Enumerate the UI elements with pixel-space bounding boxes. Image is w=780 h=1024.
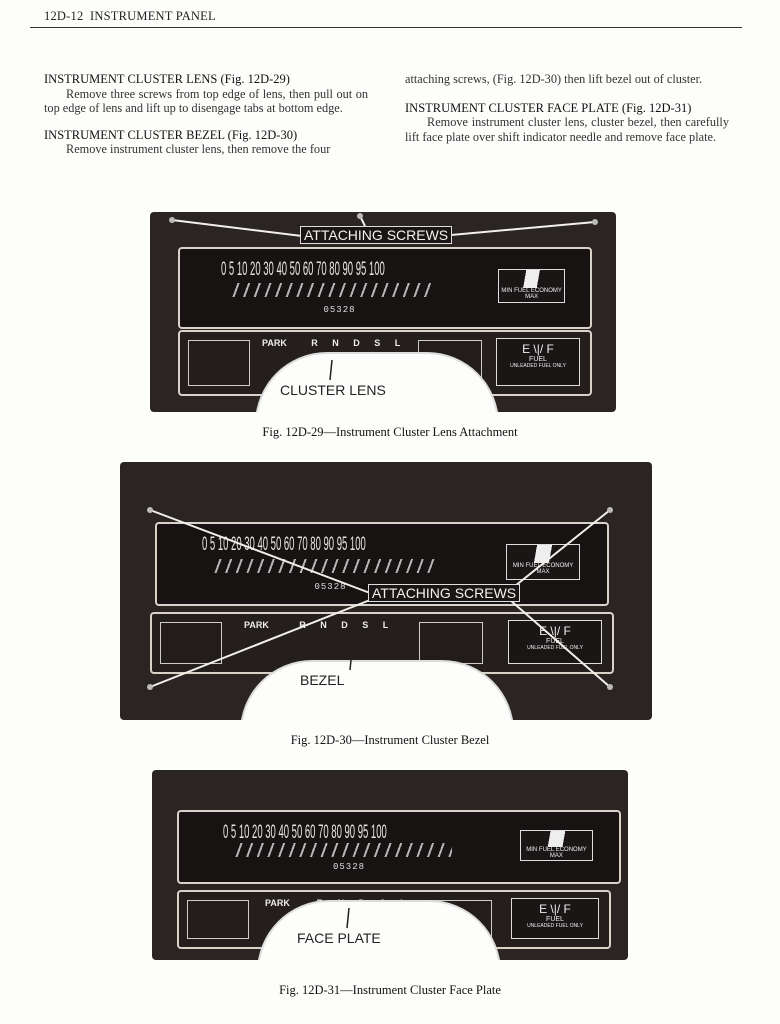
fuel-label: FUEL — [529, 356, 547, 363]
economy-label: FUEL ECONOMY — [538, 846, 587, 853]
part-arrow — [349, 649, 353, 671]
figure-3-photo: 0 5 10 20 30 40 50 60 70 80 90 95 100 05… — [152, 770, 628, 960]
part-label: BEZEL — [300, 672, 345, 688]
odometer: 05328 — [333, 862, 366, 873]
callout-arrows — [346, 907, 350, 929]
heading-bezel: INSTRUMENT CLUSTER BEZEL (Fig. 12D-30) — [44, 127, 298, 142]
figure-2-photo: 0 5 10 20 30 40 50 60 70 80 90 95 100 05… — [120, 462, 652, 720]
max-label: MAX — [525, 293, 539, 300]
left-column: INSTRUMENT CLUSTER LENS (Fig. 12D-29) Re… — [44, 72, 368, 157]
part-label: CLUSTER LENS — [280, 382, 386, 398]
park-label: PARK — [244, 620, 269, 630]
fuel-economy-gauge: MIN FUEL ECONOMY MAX — [506, 544, 580, 580]
fuel-gauge: E \|/ F FUEL UNLEADED FUEL ONLY — [511, 898, 599, 939]
heading-face-plate: INSTRUMENT CLUSTER FACE PLATE (Fig. 12D-… — [405, 100, 692, 115]
callout-arrow — [149, 509, 371, 594]
unleaded-label: UNLEADED FUEL ONLY — [527, 923, 583, 929]
economy-label: FUEL ECONOMY — [525, 563, 574, 570]
figure-1-photo: 0 5 10 20 30 40 50 60 70 80 90 95 100 05… — [150, 212, 616, 412]
screw-icon — [592, 219, 598, 225]
screw-icon — [607, 684, 613, 690]
odometer: 05328 — [323, 305, 356, 316]
screw-icon — [147, 684, 153, 690]
paragraph-bezel-cont: attaching screws, (Fig. 12D-30) then lif… — [405, 72, 703, 86]
min-label: MIN — [501, 287, 513, 294]
max-label: MAX — [536, 569, 550, 576]
screw-icon — [147, 507, 153, 513]
heading-lens: INSTRUMENT CLUSTER LENS (Fig. 12D-29) — [44, 72, 290, 86]
speedometer-panel: 0 5 10 20 30 40 50 60 70 80 90 95 100 05… — [155, 522, 609, 606]
speedometer-scale: 0 5 10 20 30 40 50 60 70 80 90 95 100 — [223, 822, 387, 843]
unleaded-label: UNLEADED FUEL ONLY — [527, 645, 583, 651]
speedometer-ticks — [231, 842, 452, 857]
figure-2-caption: Fig. 12D-30—Instrument Cluster Bezel — [290, 733, 490, 747]
fuel-label: FUEL — [546, 916, 564, 923]
page-number: 12D-12 — [44, 9, 84, 23]
running-header: 12D-12 INSTRUMENT PANEL — [44, 9, 216, 24]
fuel-scale: E \|/ F — [539, 902, 571, 916]
callout-arrow — [149, 599, 371, 688]
fuel-gauge: E \|/ F FUEL UNLEADED FUEL ONLY — [508, 620, 602, 664]
fuel-scale: E \|/ F — [539, 624, 571, 638]
fuel-economy-gauge: MIN FUEL ECONOMY MAX — [497, 268, 566, 304]
figure-1-caption: Fig. 12D-29—Instrument Cluster Lens Atta… — [262, 425, 518, 439]
paragraph-bezel: Remove instrument cluster lens, then rem… — [66, 142, 331, 156]
park-label: PARK — [262, 338, 287, 348]
max-label: MAX — [549, 852, 563, 859]
gear-indicator: R N D S L — [311, 338, 407, 348]
speedometer-panel: 0 5 10 20 30 40 50 60 70 80 90 95 100 05… — [178, 247, 592, 329]
right-indicator-box — [418, 622, 483, 664]
callout-arrows — [147, 507, 613, 690]
gear-indicator: R N D S L — [299, 620, 395, 630]
speedometer-scale: 0 5 10 20 30 40 50 60 70 80 90 95 100 — [202, 534, 366, 555]
part-label: FACE PLATE — [297, 930, 381, 946]
screw-icon — [607, 507, 613, 513]
fuel-label: FUEL — [546, 638, 564, 645]
callout-arrow — [439, 221, 596, 237]
screw-icon — [357, 213, 363, 219]
callout-arrow — [509, 509, 611, 591]
attaching-screws-callout: ATTACHING SCREWS — [300, 226, 453, 244]
left-indicator-box — [187, 900, 249, 939]
min-label: MIN — [512, 563, 524, 570]
callout-arrow — [171, 219, 303, 237]
economy-needle-icon — [498, 269, 565, 288]
fuel-gauge: E \|/ F FUEL UNLEADED FUEL ONLY — [496, 338, 580, 386]
park-label: PARK — [265, 898, 290, 908]
part-arrow — [329, 359, 333, 381]
min-label: MIN — [526, 846, 538, 853]
callout-arrow — [509, 599, 611, 688]
callout-arrows — [169, 213, 598, 381]
screw-icon — [169, 217, 175, 223]
figure-3-caption: Fig. 12D-31—Instrument Cluster Face Plat… — [279, 983, 501, 997]
economy-needle-icon — [521, 830, 592, 847]
odometer: 05328 — [314, 581, 347, 592]
unleaded-label: UNLEADED FUEL ONLY — [510, 363, 566, 369]
fuel-scale: E \|/ F — [522, 342, 554, 356]
attaching-screws-callout: ATTACHING SCREWS — [368, 584, 521, 602]
speedometer-ticks — [229, 283, 435, 298]
economy-label: FUEL ECONOMY — [514, 287, 562, 294]
left-indicator-box — [160, 622, 222, 664]
right-column: attaching screws, (Fig. 12D-30) then lif… — [405, 72, 729, 144]
speedometer-panel: 0 5 10 20 30 40 50 60 70 80 90 95 100 05… — [177, 810, 621, 884]
speedometer-scale: 0 5 10 20 30 40 50 60 70 80 90 95 100 — [221, 259, 385, 280]
section-title: INSTRUMENT PANEL — [90, 9, 216, 23]
fuel-economy-gauge: MIN FUEL ECONOMY MAX — [520, 829, 593, 861]
paragraph-face-plate: Remove instrument cluster lens, cluster … — [405, 115, 729, 144]
header-rule — [30, 27, 742, 28]
paragraph-lens: Remove three screws from top edge of len… — [44, 86, 368, 116]
speedometer-ticks — [211, 559, 436, 574]
left-indicator-box — [188, 340, 250, 386]
part-arrow — [346, 907, 350, 929]
